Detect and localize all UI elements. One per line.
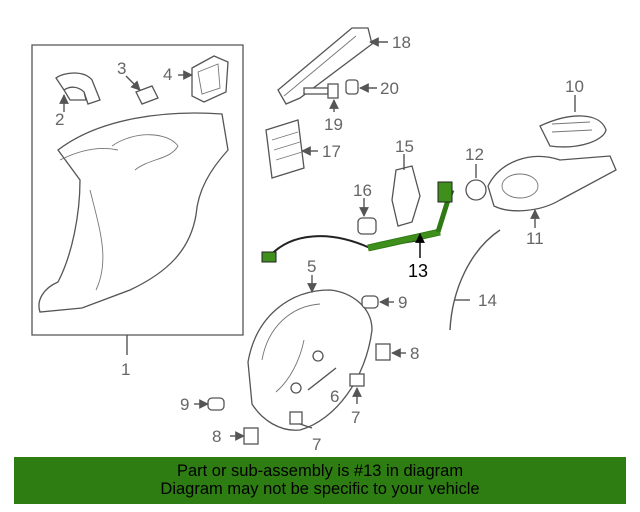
part-7-screw xyxy=(289,373,365,425)
parts-diagram: 1 2 3 4 5 6 7 7 8 8 8 9 9 10 11 12 13 14… xyxy=(31,27,617,454)
callout-1: 1 xyxy=(121,360,130,379)
callout-8-b: 8 xyxy=(212,427,221,446)
callout-15: 15 xyxy=(395,137,414,156)
part-8-clip xyxy=(243,343,391,445)
part-9-push-pin xyxy=(207,295,379,411)
callout-11: 11 xyxy=(526,229,544,248)
part-12-seal xyxy=(465,179,487,201)
part-6-grommet xyxy=(290,382,302,394)
callout-8-a: 8 xyxy=(410,344,419,363)
part-3-pad xyxy=(135,85,159,105)
part-14-drain-tube xyxy=(449,229,501,331)
callout-3: 3 xyxy=(117,59,126,78)
part-13-release-cable xyxy=(261,181,455,263)
part-17-vent xyxy=(265,119,305,179)
callout-2: 2 xyxy=(55,110,64,129)
callout-12: 12 xyxy=(465,145,484,164)
callout-6: 6 xyxy=(330,387,339,406)
fitment-notice-banner: Part or sub-assembly is #13 in diagram D… xyxy=(14,457,626,504)
callout-14: 14 xyxy=(478,291,497,310)
part-1-quarter-panel xyxy=(31,44,244,336)
banner-line-2: Diagram may not be specific to your vehi… xyxy=(160,480,480,498)
callout-4: 4 xyxy=(163,65,172,84)
part-4-bracket xyxy=(191,55,229,103)
callout-7-b: 7 xyxy=(312,435,321,454)
part-10-fuel-door xyxy=(539,115,607,148)
callout-10: 10 xyxy=(565,77,584,96)
part-15-bracket xyxy=(391,165,421,227)
callout-17: 17 xyxy=(322,142,341,161)
callout-5: 5 xyxy=(307,257,316,276)
callout-9-a: 9 xyxy=(398,293,407,312)
part-2-bracket xyxy=(55,72,101,105)
callout-19: 19 xyxy=(324,115,343,134)
callout-7-a: 7 xyxy=(351,408,360,427)
part-19-bolt xyxy=(303,83,339,99)
part-11-housing xyxy=(487,155,617,212)
callout-18: 18 xyxy=(392,33,411,52)
callout-9-b: 9 xyxy=(180,395,189,414)
part-5-wheelhouse-liner xyxy=(247,289,373,431)
banner-line-1: Part or sub-assembly is #13 in diagram xyxy=(176,462,464,480)
callout-16: 16 xyxy=(353,181,372,200)
part-20-clip xyxy=(345,79,359,95)
callout-13: 13 xyxy=(408,261,428,281)
part-16-bushing xyxy=(357,217,377,235)
callout-20: 20 xyxy=(380,79,399,98)
